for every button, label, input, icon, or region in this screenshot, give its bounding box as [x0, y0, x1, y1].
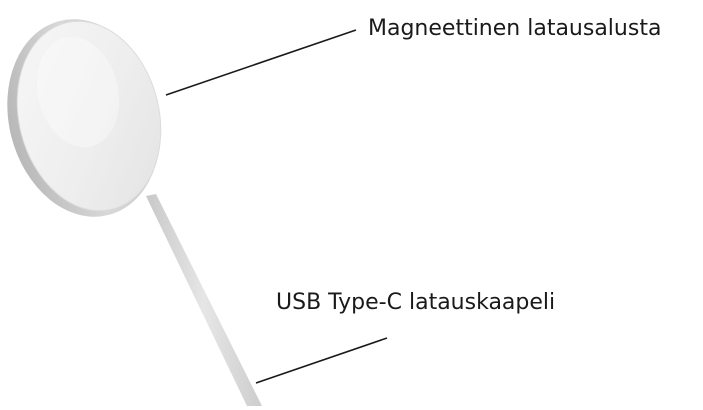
magnetic-charging-pad — [7, 19, 162, 217]
charging-pad-label: Magneettinen latausalusta — [368, 16, 662, 41]
cable-label: USB Type-C latauskaapeli — [276, 290, 556, 315]
usb-c-cable — [146, 194, 262, 406]
cable-leader-line — [255, 337, 388, 384]
pad-leader-line — [165, 29, 357, 96]
